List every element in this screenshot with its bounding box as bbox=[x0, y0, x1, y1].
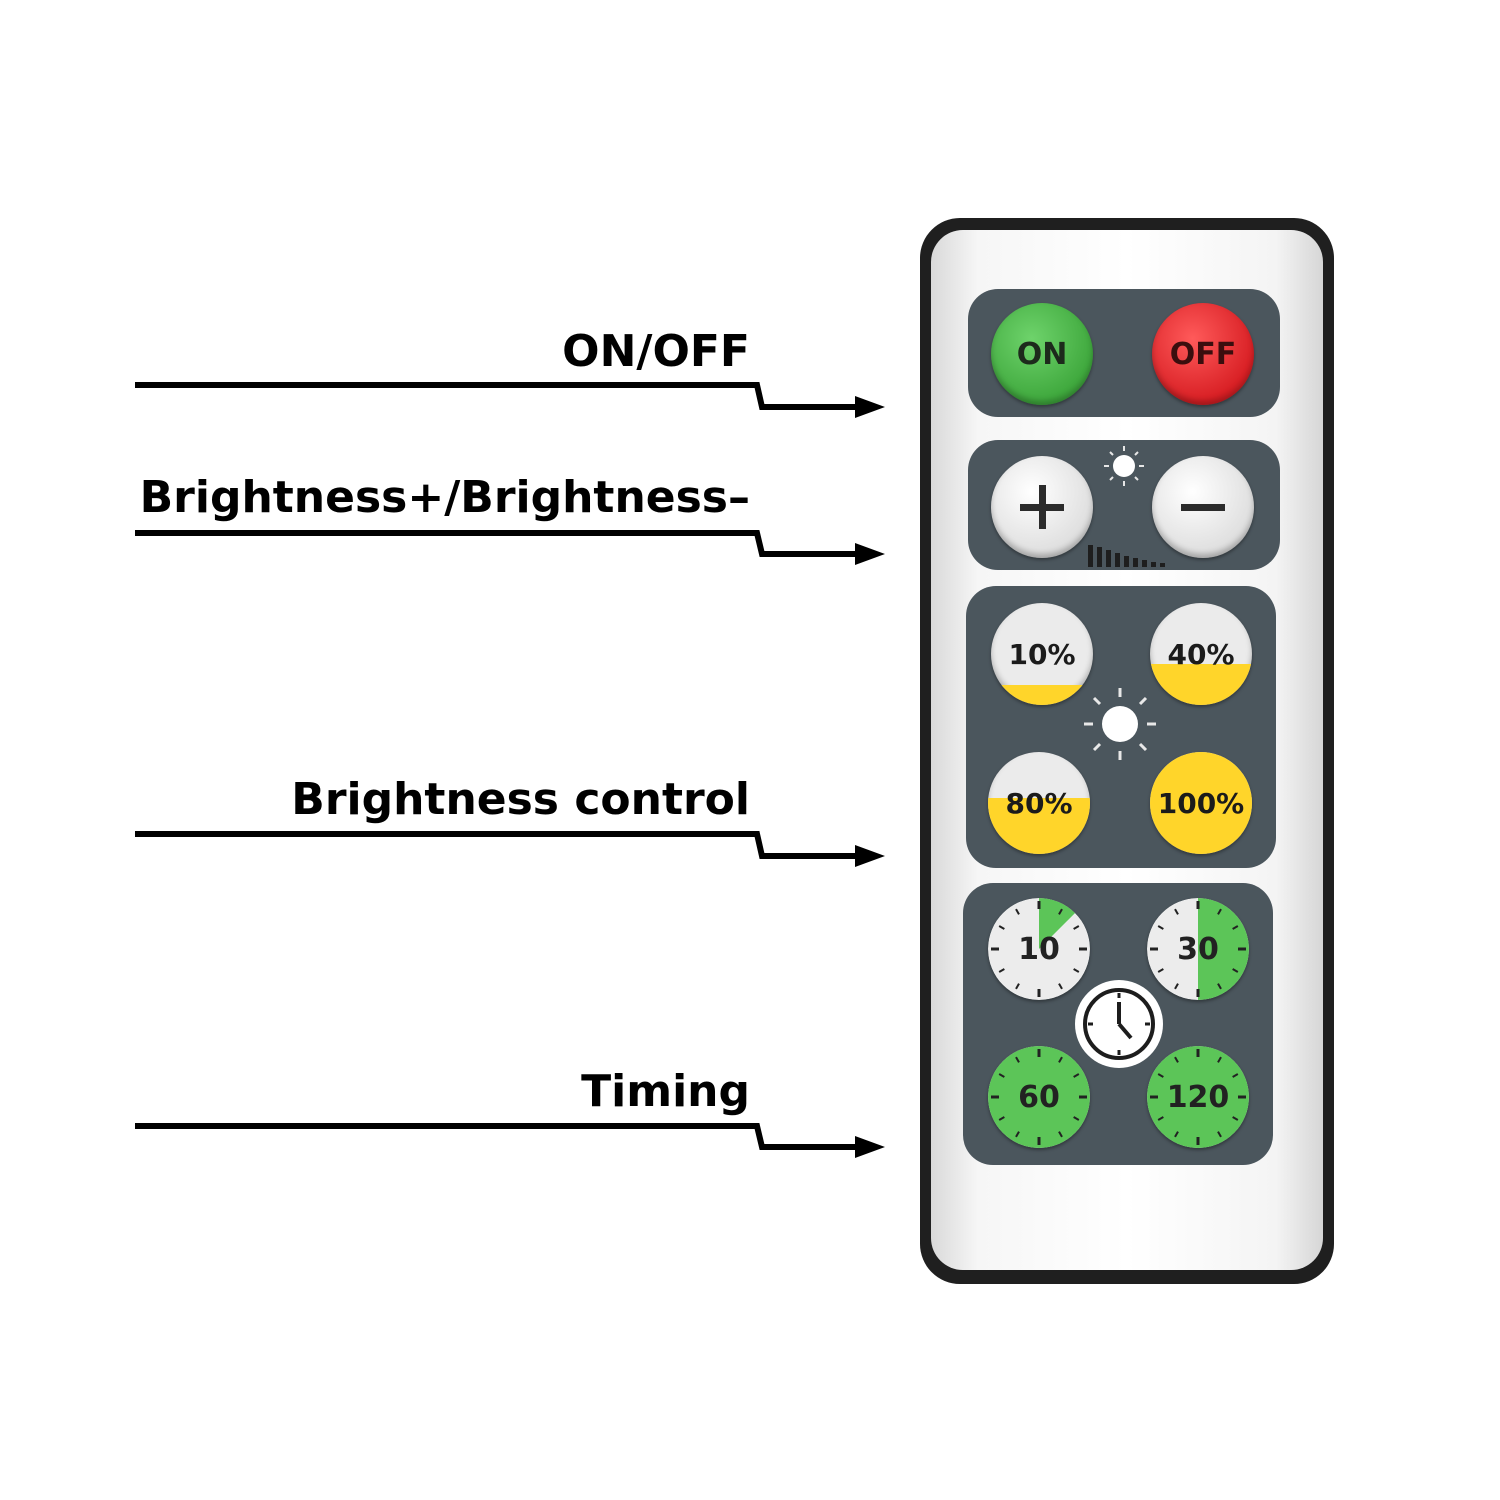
timer-tick bbox=[1015, 983, 1020, 990]
timer-tick bbox=[1232, 1116, 1239, 1121]
timer-tick bbox=[1058, 1056, 1063, 1063]
timer-tick bbox=[998, 925, 1005, 930]
timer-tick bbox=[1157, 925, 1164, 930]
timer-tick bbox=[1015, 908, 1020, 915]
preset-100-button[interactable]: 100% bbox=[1150, 752, 1252, 854]
timer-tick bbox=[1073, 925, 1080, 930]
timer-tick bbox=[1174, 908, 1179, 915]
preset-fill bbox=[1150, 752, 1252, 854]
callout-line-on-off bbox=[135, 382, 885, 418]
preset-80-label: 80% bbox=[1005, 786, 1073, 820]
timer-tick bbox=[998, 1116, 1005, 1121]
timer-tick bbox=[1157, 968, 1164, 973]
preset-10-label: 10% bbox=[1008, 637, 1076, 671]
on-button-label: ON bbox=[1016, 336, 1068, 372]
timer-tick bbox=[1174, 1056, 1179, 1063]
timer-tick bbox=[1217, 1056, 1222, 1063]
timer-30-label: 30 bbox=[1177, 931, 1219, 967]
timer-tick bbox=[1232, 925, 1239, 930]
callout-label-brightness-plus-minus: Brightness+/Brightness– bbox=[139, 472, 750, 523]
timer-tick bbox=[1015, 1131, 1020, 1138]
preset-fill bbox=[1150, 664, 1252, 705]
brightness-minus-button[interactable] bbox=[1152, 456, 1254, 558]
timer-120-label: 120 bbox=[1166, 1079, 1230, 1115]
preset-fill bbox=[988, 797, 1090, 854]
callout-label-brightness-control: Brightness control bbox=[291, 774, 750, 825]
preset-80-button[interactable]: 80% bbox=[988, 752, 1090, 854]
timer-dial bbox=[988, 898, 1090, 1000]
callout-line-brightness-control bbox=[135, 831, 885, 867]
timer-dial bbox=[1147, 898, 1249, 1000]
timer-fill bbox=[1147, 1046, 1249, 1148]
timer-fill bbox=[1039, 898, 1076, 949]
timer-tick bbox=[1217, 1131, 1222, 1138]
timer-tick bbox=[1217, 908, 1222, 915]
timer-tick bbox=[1174, 1131, 1179, 1138]
callout-label-on-off: ON/OFF bbox=[562, 326, 750, 377]
timer-tick bbox=[998, 968, 1005, 973]
brightness-plus-button[interactable] bbox=[991, 456, 1093, 558]
timer-tick bbox=[1174, 983, 1179, 990]
preset-100-label: 100% bbox=[1157, 786, 1245, 820]
callout-label-timing: Timing bbox=[581, 1066, 750, 1117]
timer-tick bbox=[1073, 968, 1080, 973]
timer-tick bbox=[1232, 1073, 1239, 1078]
timer-tick bbox=[1015, 1056, 1020, 1063]
timer-fill bbox=[1198, 898, 1249, 1000]
sun-icon bbox=[1104, 446, 1144, 486]
off-button[interactable]: OFF bbox=[1152, 303, 1254, 405]
off-button-label: OFF bbox=[1169, 336, 1237, 372]
timer-tick bbox=[1073, 1116, 1080, 1121]
callout-line-brightness-plus-minus bbox=[135, 530, 885, 565]
preset-40-label: 40% bbox=[1167, 637, 1235, 671]
clock-icon bbox=[1075, 980, 1163, 1068]
timer-10-label: 10 bbox=[1018, 931, 1060, 967]
timer-dial bbox=[1147, 1046, 1249, 1148]
timer-dial bbox=[988, 1046, 1090, 1148]
timer-tick bbox=[998, 1073, 1005, 1078]
timer-30-button[interactable]: 30 bbox=[1147, 898, 1249, 1000]
timer-tick bbox=[1232, 968, 1239, 973]
timer-tick bbox=[1058, 908, 1063, 915]
preset-fill bbox=[991, 684, 1093, 705]
preset-40-button[interactable]: 40% bbox=[1150, 603, 1252, 705]
timer-tick bbox=[1217, 983, 1222, 990]
timer-60-button[interactable]: 60 bbox=[988, 1046, 1090, 1148]
minus-icon bbox=[1181, 485, 1225, 529]
timer-tick bbox=[1157, 1073, 1164, 1078]
timer-10-button[interactable]: 10 bbox=[988, 898, 1090, 1000]
timer-60-label: 60 bbox=[1018, 1079, 1060, 1115]
on-button[interactable]: ON bbox=[991, 303, 1093, 405]
timer-tick bbox=[1058, 983, 1063, 990]
timer-fill bbox=[988, 1046, 1090, 1148]
callout-line-timing bbox=[135, 1123, 885, 1158]
level-bars-icon bbox=[1088, 545, 1165, 567]
timer-tick bbox=[1058, 1131, 1063, 1138]
timer-tick bbox=[1157, 1116, 1164, 1121]
timer-tick bbox=[1073, 1073, 1080, 1078]
timer-120-button[interactable]: 120 bbox=[1147, 1046, 1249, 1148]
preset-10-button[interactable]: 10% bbox=[991, 603, 1093, 705]
plus-icon bbox=[1020, 485, 1064, 529]
sun-icon bbox=[1084, 688, 1156, 760]
